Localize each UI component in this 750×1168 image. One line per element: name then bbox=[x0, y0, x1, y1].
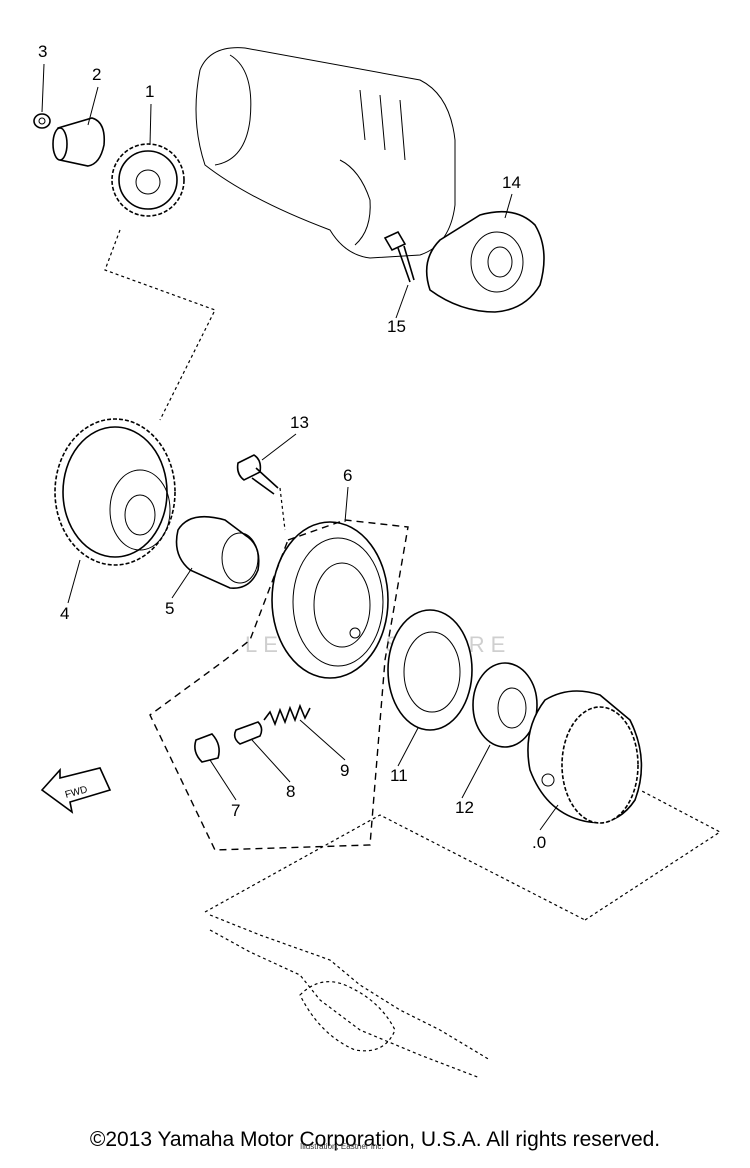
copyright-small-print: Illustration, Eastner Inc. bbox=[300, 1142, 384, 1151]
callout-14: 14 bbox=[502, 173, 521, 192]
callout-9: 9 bbox=[340, 761, 349, 780]
connection-line-crank-left bbox=[204, 814, 586, 921]
fwd-arrow-icon: FWD bbox=[40, 767, 112, 814]
callout-1: 1 bbox=[145, 82, 154, 101]
connection-line-bolt-13 bbox=[279, 487, 286, 531]
callout-8: 8 bbox=[286, 782, 295, 801]
part-12-washer bbox=[472, 662, 538, 748]
leader-lines bbox=[41, 63, 559, 831]
part-9-spring bbox=[263, 703, 311, 727]
part-8-plunger bbox=[233, 721, 263, 745]
callout-11: 11 bbox=[390, 766, 408, 785]
part-10-gear bbox=[527, 690, 643, 824]
callout-13: 13 bbox=[290, 413, 309, 432]
connection-line-gear bbox=[104, 229, 216, 421]
starter-motor bbox=[195, 47, 456, 259]
fwd-label: FWD bbox=[64, 784, 89, 801]
callout-10: .0 bbox=[532, 833, 546, 852]
copyright-notice: ©2013 Yamaha Motor Corporation, U.S.A. A… bbox=[89, 1128, 661, 1151]
part-6-clutch-housing bbox=[271, 521, 389, 679]
callout-12: 12 bbox=[455, 798, 474, 817]
part-2-shaft bbox=[52, 117, 106, 167]
part-11-plate bbox=[387, 609, 473, 731]
part-3-nut bbox=[33, 113, 51, 129]
callout-6: 6 bbox=[343, 466, 352, 485]
part-5-bushing bbox=[175, 515, 260, 589]
part-14-cover bbox=[425, 210, 545, 313]
part-13-bolt bbox=[236, 454, 279, 495]
crankshaft bbox=[209, 914, 491, 1079]
part-15-bolt bbox=[383, 230, 415, 283]
clutch-assembly-outline bbox=[149, 519, 409, 851]
callout-5: 5 bbox=[165, 599, 174, 618]
callout-15: 15 bbox=[387, 317, 406, 336]
callout-4: 4 bbox=[60, 604, 69, 623]
callout-2: 2 bbox=[92, 65, 101, 84]
part-7-roller bbox=[194, 733, 220, 763]
callout-3: 3 bbox=[38, 42, 47, 61]
callout-7: 7 bbox=[231, 801, 240, 820]
part-1-small-gear bbox=[111, 143, 185, 217]
part-4-large-gear bbox=[54, 418, 176, 566]
